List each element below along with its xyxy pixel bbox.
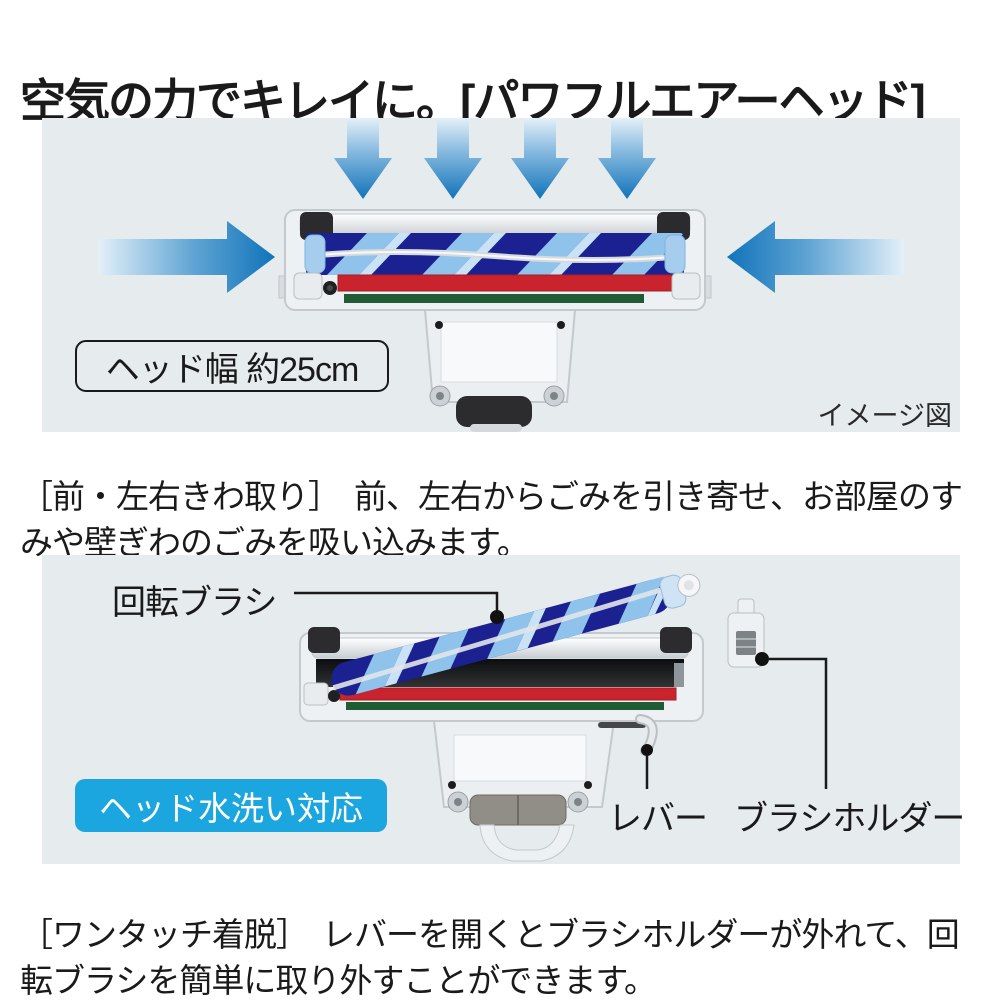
green-strip (344, 294, 644, 303)
callout-dot-holder (755, 652, 769, 666)
callout-dot-lever (641, 744, 653, 756)
brush-holder-label: ブラシホルダー (734, 800, 965, 838)
vacuum-head-top (278, 209, 712, 432)
washable-head-badge: ヘッド水洗い対応 (75, 779, 387, 832)
airflow-down-arrows-icon (334, 118, 656, 199)
powerful-air-head-illustration (98, 118, 904, 432)
caption-body: レバーを開くとブラシホルダーが外れて、回転ブラシを簡単に取り外すことができます。 (20, 916, 960, 999)
head-width-label: ヘッド幅 約25cm (75, 340, 389, 392)
feature-caption-one-touch: ［ワンタッチ着脱］レバーを開くとブラシホルダーが外れて、回転ブラシを簡単に取り外… (20, 912, 980, 1001)
callout-lines (294, 591, 828, 789)
brush-removed-illustration (294, 573, 828, 862)
head-neck (423, 309, 577, 432)
rotating-brush-label: 回転ブラシ (112, 584, 277, 622)
caption-body: 前、左右からごみを引き寄せ、お部屋のすみや壁ぎわのごみを吸い込みます。 (20, 478, 963, 561)
image-note: イメージ図 (817, 401, 952, 431)
air-power-panel: ヘッド幅 約25cm イメージ図 (42, 118, 960, 432)
rotating-brush-removed (331, 573, 701, 696)
brush-removal-panel: 回転ブラシ レバー ブラシホルダー ヘッド水洗い対応 (42, 555, 965, 864)
red-strip (337, 274, 673, 292)
lever-label: レバー (608, 800, 708, 838)
airflow-right-arrow-icon (727, 221, 904, 293)
feature-caption-edge-cleaning: ［前・左右きわ取り］前、左右からごみを引き寄せ、お部屋のすみや壁ぎわのごみを吸い… (20, 474, 980, 565)
rotating-brush-window (304, 233, 686, 275)
caption-heading: ［ワンタッチ着脱］ (20, 916, 309, 953)
airflow-left-arrow-icon (98, 221, 275, 293)
brush-holder-part (727, 598, 765, 668)
callout-dot-brush (490, 610, 504, 624)
head-roller (456, 396, 532, 427)
caption-heading: ［前・左右きわ取り］ (20, 478, 341, 515)
